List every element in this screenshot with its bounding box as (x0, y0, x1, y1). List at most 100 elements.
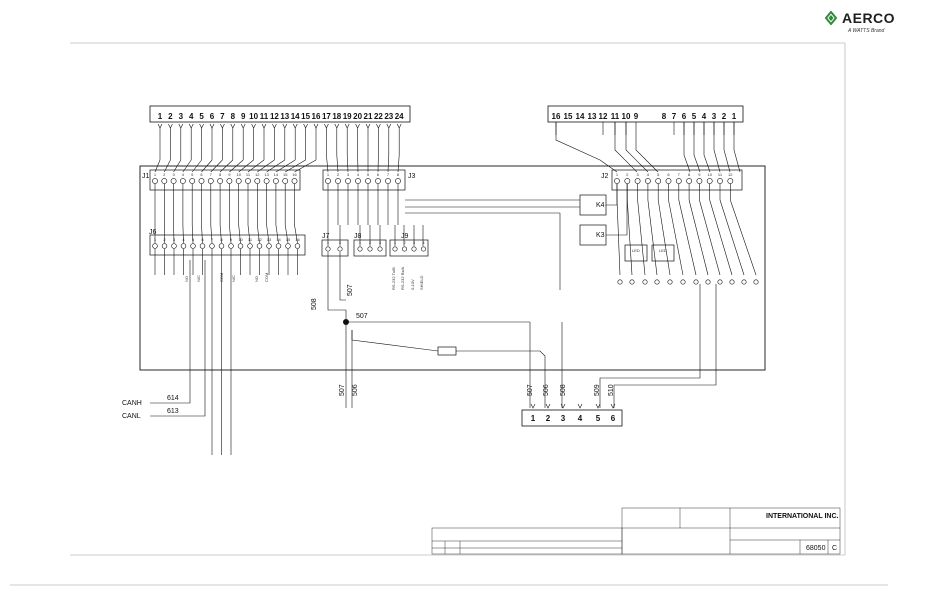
top-right-terminal-9: 9 (634, 112, 639, 121)
field-terminal-6 (693, 279, 699, 285)
j9-label-0: RS-232 Tx/B (391, 267, 396, 290)
j6-pin-label-11: 11 (248, 237, 253, 242)
j3-pin-1 (325, 178, 331, 184)
j7-pin-label-2: 2 (339, 240, 342, 245)
j6-pin-9 (228, 243, 234, 249)
field-terminal-2 (642, 279, 648, 285)
j9-pin-3 (411, 246, 417, 252)
wire-j1-j6-bend-13 (275, 224, 279, 244)
bottom-terminal-1: 1 (531, 414, 536, 423)
j6-pin-label-16: 16 (295, 237, 300, 242)
bottom-terminal-4: 4 (578, 414, 583, 423)
wire-arrow (386, 123, 392, 129)
j2-pin-label-10: 10 (707, 172, 712, 177)
wire-top-bend-11 (257, 159, 275, 173)
wire-arrow (240, 123, 246, 129)
wire-j2-low-9 (709, 199, 733, 276)
wire-509: 509 (594, 384, 601, 396)
wire-top-bend-0 (154, 159, 161, 173)
wire-509-route (599, 284, 701, 408)
wire-506-fuse-out (456, 350, 546, 408)
top-right-terminal-strip (547, 105, 744, 123)
led-module-2 (651, 244, 675, 262)
bottom-terminal-3: 3 (561, 414, 566, 423)
j1-pin-label-7: 7 (210, 172, 213, 177)
j2-pin-label-11: 11 (718, 172, 723, 177)
title-rev: C (832, 545, 837, 552)
j2-pin-label-9: 9 (698, 172, 701, 177)
j2-pin-8 (686, 178, 692, 184)
wire-arrow (168, 123, 173, 129)
top-right-terminal-2: 2 (722, 112, 727, 121)
wire-j1-j6-bend-3 (182, 224, 184, 244)
j1-pin-10 (235, 178, 242, 184)
j6-pin-label-7: 7 (211, 237, 214, 242)
field-terminal-11 (753, 279, 759, 285)
wire-arrow (251, 123, 256, 129)
wire-arrow (261, 123, 267, 129)
j1-pin-label-5: 5 (191, 172, 194, 177)
top-right-terminal-10: 10 (622, 112, 631, 121)
top-left-terminal-16: 16 (312, 112, 321, 121)
top-left-terminal-22: 22 (374, 112, 383, 121)
wire-506-d: 506 (543, 384, 550, 396)
j6-pin-label-4: 4 (182, 237, 185, 242)
j2-pin-label-5: 5 (657, 172, 660, 177)
j8-pin-label-3: 3 (379, 240, 382, 245)
inline-fuse (437, 346, 457, 356)
wire-tr-5 (693, 122, 701, 173)
j1-pin-label-8: 8 (219, 172, 222, 177)
j8-pin-label-1: 1 (359, 240, 362, 245)
wire-507-c: 507 (339, 384, 346, 396)
top-right-terminal-5: 5 (692, 112, 697, 121)
j2-pin-5 (655, 178, 662, 184)
field-terminal-10 (741, 279, 747, 285)
wire-j2-low-1 (627, 199, 633, 276)
label-canh: CANH (122, 400, 142, 407)
wire-j2-low-6 (678, 199, 697, 276)
wire-j2-low-11 (730, 199, 757, 276)
top-left-terminal-23: 23 (384, 112, 393, 121)
wire-arrow (157, 123, 163, 129)
j6-marker-5: COM (264, 273, 269, 282)
j8-pin-2 (367, 246, 373, 252)
top-left-terminal-2: 2 (168, 112, 173, 121)
wire-arrow (209, 123, 215, 129)
j1-pin-13 (263, 178, 270, 184)
bottom-terminal-2: 2 (546, 414, 551, 423)
wire-top-bend-16 (326, 154, 329, 173)
j1-pin-5 (189, 178, 196, 184)
j2-pin-7 (675, 178, 682, 184)
wire-arrow (230, 123, 236, 129)
wire-canl (150, 260, 206, 417)
j1-pin-label-11: 11 (246, 172, 251, 177)
connector-j9 (389, 239, 429, 257)
j1-pin-label-14: 14 (274, 172, 279, 177)
wire-k3-j2 (606, 184, 628, 236)
j2-pin-label-2: 2 (626, 172, 629, 177)
j1-pin-label-15: 15 (283, 172, 288, 177)
j6-pin-15 (285, 243, 291, 249)
j1-pin-label-12: 12 (255, 172, 260, 177)
j2-pin-2 (624, 178, 631, 184)
top-left-terminal-11: 11 (260, 112, 269, 121)
top-right-terminal-12: 12 (599, 112, 608, 121)
j6-pin-12 (256, 243, 263, 249)
wire-tr-6 (683, 122, 691, 173)
j2-pin-label-8: 8 (688, 172, 691, 177)
wire-arrow (178, 123, 184, 129)
wire-j2-low-7 (688, 199, 709, 276)
j9-pin-1 (392, 246, 398, 252)
wire-arrow (334, 123, 340, 129)
wire-top-bend-9 (238, 159, 254, 173)
title-drawing-number: 68050 (806, 545, 826, 552)
j2-pin-3 (634, 178, 641, 184)
top-left-terminal-15: 15 (301, 112, 310, 121)
j6-pin-2 (161, 243, 168, 249)
wire-tr-2 (723, 122, 731, 173)
wire-top-bend-10 (247, 159, 265, 173)
connector-j6 (149, 234, 306, 256)
j3-pin-4 (355, 178, 361, 184)
j6-pin-6 (199, 243, 206, 249)
j9-pin-4 (420, 246, 426, 252)
